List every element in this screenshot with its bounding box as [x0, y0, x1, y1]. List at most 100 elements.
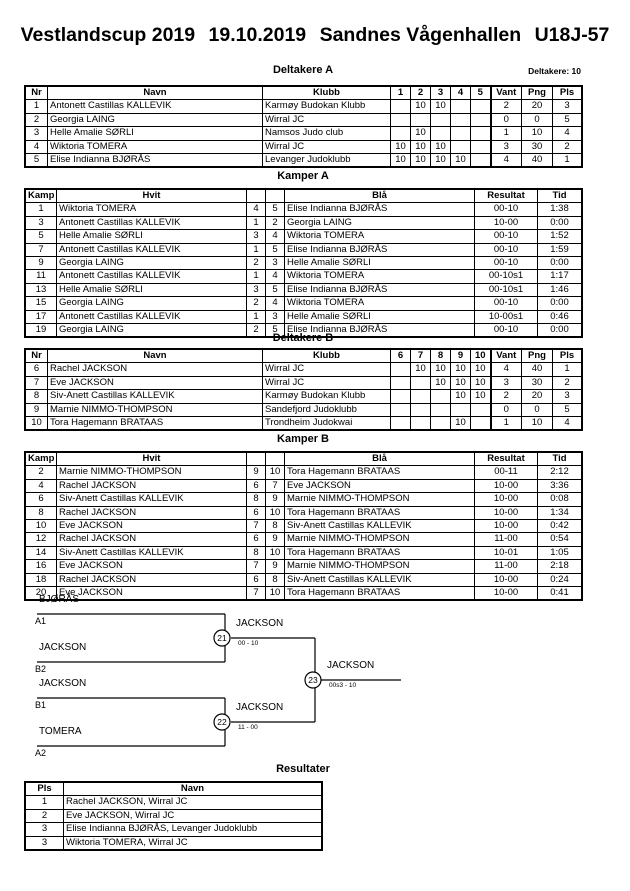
cell-png: 30	[521, 375, 553, 391]
bracket-match-number: 23	[308, 675, 318, 685]
cell-navn: Georgia LAING	[47, 112, 263, 128]
bracket-match-score: 11 - 00	[238, 724, 258, 731]
cell-kamp: 15	[25, 296, 57, 311]
cell-navn: Wiktoria TOMERA, Wirral JC	[63, 835, 322, 851]
cell-hvit-nr: 7	[246, 559, 266, 574]
cell-blaa: Helle Amalie SØRLI	[284, 309, 475, 325]
cell-tid: 1:46	[537, 282, 582, 298]
cell-kamp: 10	[25, 519, 57, 534]
cell-round: 10	[450, 362, 471, 377]
cell-nr: 8	[25, 389, 48, 404]
cell-hvit: Helle Amalie SØRLI	[56, 282, 247, 298]
cell-kamp: 20	[25, 586, 57, 601]
cell-blaa: Siv-Anett Castillas KALLEVIK	[284, 572, 475, 588]
cell-tid: 1:52	[537, 229, 582, 244]
cell-hvit-nr: 8	[246, 492, 266, 507]
cell-hvit-nr: 8	[246, 545, 266, 561]
cell-resultat: 00-10	[474, 242, 538, 258]
cell-navn: Elise Indianna BJØRÅS, Levanger Judoklub…	[63, 822, 322, 837]
title-event: Vestlandscup 2019	[20, 24, 196, 46]
cell-round	[450, 99, 471, 114]
participants-count: Deltakere: 10	[528, 66, 581, 76]
cell-klubb: Wirral JC	[262, 362, 391, 377]
cell-round	[470, 126, 491, 141]
col-pls: Pls	[552, 85, 582, 101]
cell-kamp: 9	[25, 256, 57, 271]
cell-blaa: Tora Hagemann BRATAAS	[284, 545, 475, 561]
cell-blaa-nr: 3	[265, 256, 285, 271]
matches-b-caption: Kamper B	[277, 433, 329, 445]
cell-kamp: 16	[25, 559, 57, 574]
col-navn: Navn	[47, 348, 263, 364]
col-navn: Navn	[63, 781, 322, 797]
cell-round	[450, 112, 471, 128]
col-pls: Pls	[552, 348, 582, 364]
bracket-entrant-name: JACKSON	[39, 642, 87, 653]
col-kamp: Kamp	[25, 451, 57, 467]
cell-vant: 1	[489, 126, 522, 141]
col-nr: Nr	[25, 85, 48, 101]
cell-blaa-nr: 5	[265, 242, 285, 258]
cell-navn: Antonett Castillas KALLEVIK	[47, 99, 263, 114]
bracket-entrant-seed: A1	[35, 616, 47, 626]
cell-round: 10	[410, 139, 431, 155]
cell-round: 10	[410, 126, 431, 141]
cell-resultat: 11-00	[474, 532, 538, 547]
table-row: 2 Georgia LAING Wirral JC 0 0 5	[25, 112, 582, 128]
cell-round: 10	[430, 362, 451, 377]
cell-nr: 7	[25, 375, 48, 391]
col-hvit: Hvit	[56, 188, 247, 204]
cell-pls: 3	[25, 835, 64, 851]
cell-nr: 2	[25, 112, 48, 128]
cell-round	[390, 362, 411, 377]
cell-blaa: Marnie NIMMO-THOMPSON	[284, 532, 475, 547]
cell-pls: 1	[552, 362, 582, 377]
cell-pls: 3	[25, 822, 64, 837]
cell-hvit: Siv-Anett Castillas KALLEVIK	[56, 545, 247, 561]
cell-resultat: 00-10	[474, 229, 538, 244]
cell-hvit-nr: 6	[246, 532, 266, 547]
cell-hvit-nr: 6	[246, 505, 266, 521]
cell-round: 10	[470, 362, 491, 377]
cell-nr: 6	[25, 362, 48, 377]
cell-round	[430, 389, 451, 404]
cell-vant: 3	[489, 139, 522, 155]
cell-round	[410, 402, 431, 418]
title-category: U18J-57	[534, 24, 610, 46]
cell-resultat: 10-00	[474, 572, 538, 588]
cell-navn: Tora Hagemann BRATAAS	[47, 416, 263, 431]
cell-blaa-nr: 9	[265, 532, 285, 547]
cell-pls: 2	[552, 139, 582, 155]
cell-hvit: Marnie NIMMO-THOMPSON	[56, 465, 247, 480]
cell-round	[390, 389, 411, 404]
cell-kamp: 17	[25, 309, 57, 325]
col-round-2: 2	[410, 85, 431, 101]
cell-hvit-nr: 4	[246, 202, 266, 217]
cell-hvit: Antonett Castillas KALLEVIK	[56, 242, 247, 258]
cell-klubb: Namsos Judo club	[262, 126, 391, 141]
cell-resultat: 00-10	[474, 323, 538, 338]
cell-tid: 0:00	[537, 296, 582, 311]
cell-round: 10	[430, 139, 451, 155]
cell-round	[430, 126, 451, 141]
table-row: 3 Helle Amalie SØRLI Namsos Judo club 10…	[25, 126, 582, 141]
cell-nr: 10	[25, 416, 48, 431]
cell-hvit-nr: 7	[246, 519, 266, 534]
cell-resultat: 00-10	[474, 256, 538, 271]
col-resultat: Resultat	[474, 188, 538, 204]
cell-hvit: Antonett Castillas KALLEVIK	[56, 269, 247, 284]
bracket-entrant-seed: B1	[35, 700, 47, 710]
cell-png: 30	[521, 139, 553, 155]
cell-kamp: 2	[25, 465, 57, 480]
cell-hvit: Wiktoria TOMERA	[56, 202, 247, 217]
